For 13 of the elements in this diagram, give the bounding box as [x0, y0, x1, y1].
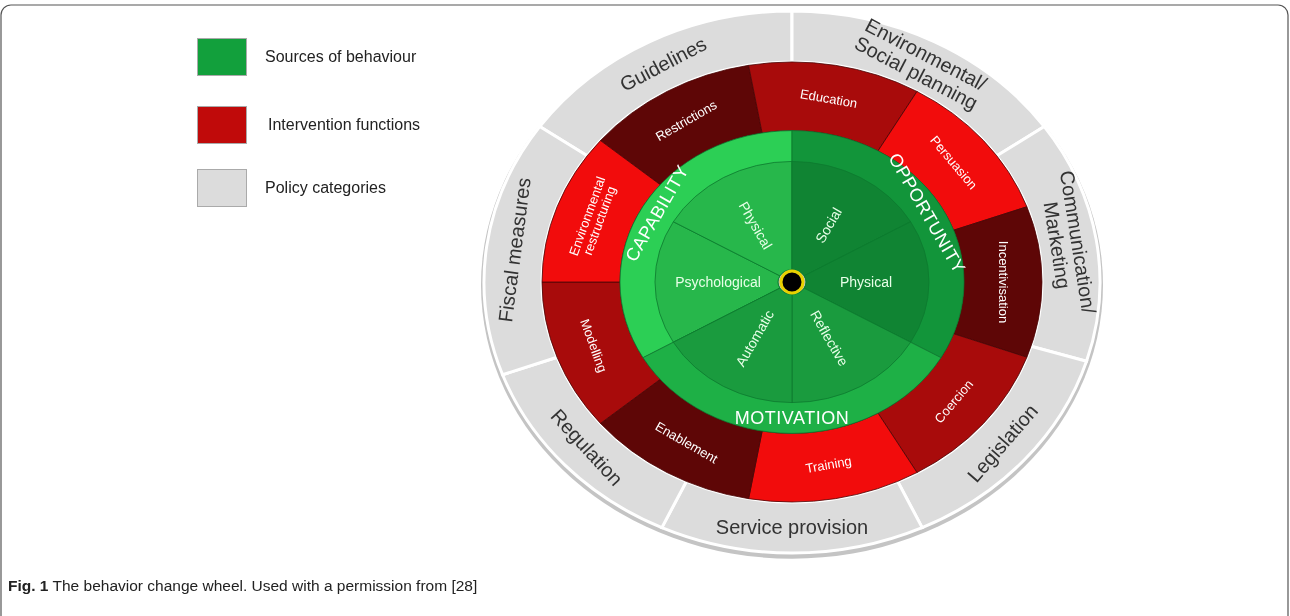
function-label: Incentivisation — [996, 240, 1010, 324]
figure-caption: Fig. 1 The behavior change wheel. Used with a permission from [28] — [8, 577, 478, 595]
function-label: Training — [804, 454, 853, 476]
function-label: Education — [798, 87, 859, 111]
legend-label: Policy categories — [265, 179, 386, 197]
source-label: MOTIVATION — [734, 408, 850, 428]
category-label: Service provision — [715, 517, 869, 538]
legend-label: Sources of behaviour — [265, 48, 417, 66]
component-label: Physical — [839, 274, 893, 290]
policy-segment — [896, 344, 1089, 530]
legend-label: Intervention functions — [268, 116, 421, 134]
component-label: Psychological — [675, 274, 761, 290]
category-label: Fiscal measures — [495, 176, 536, 324]
